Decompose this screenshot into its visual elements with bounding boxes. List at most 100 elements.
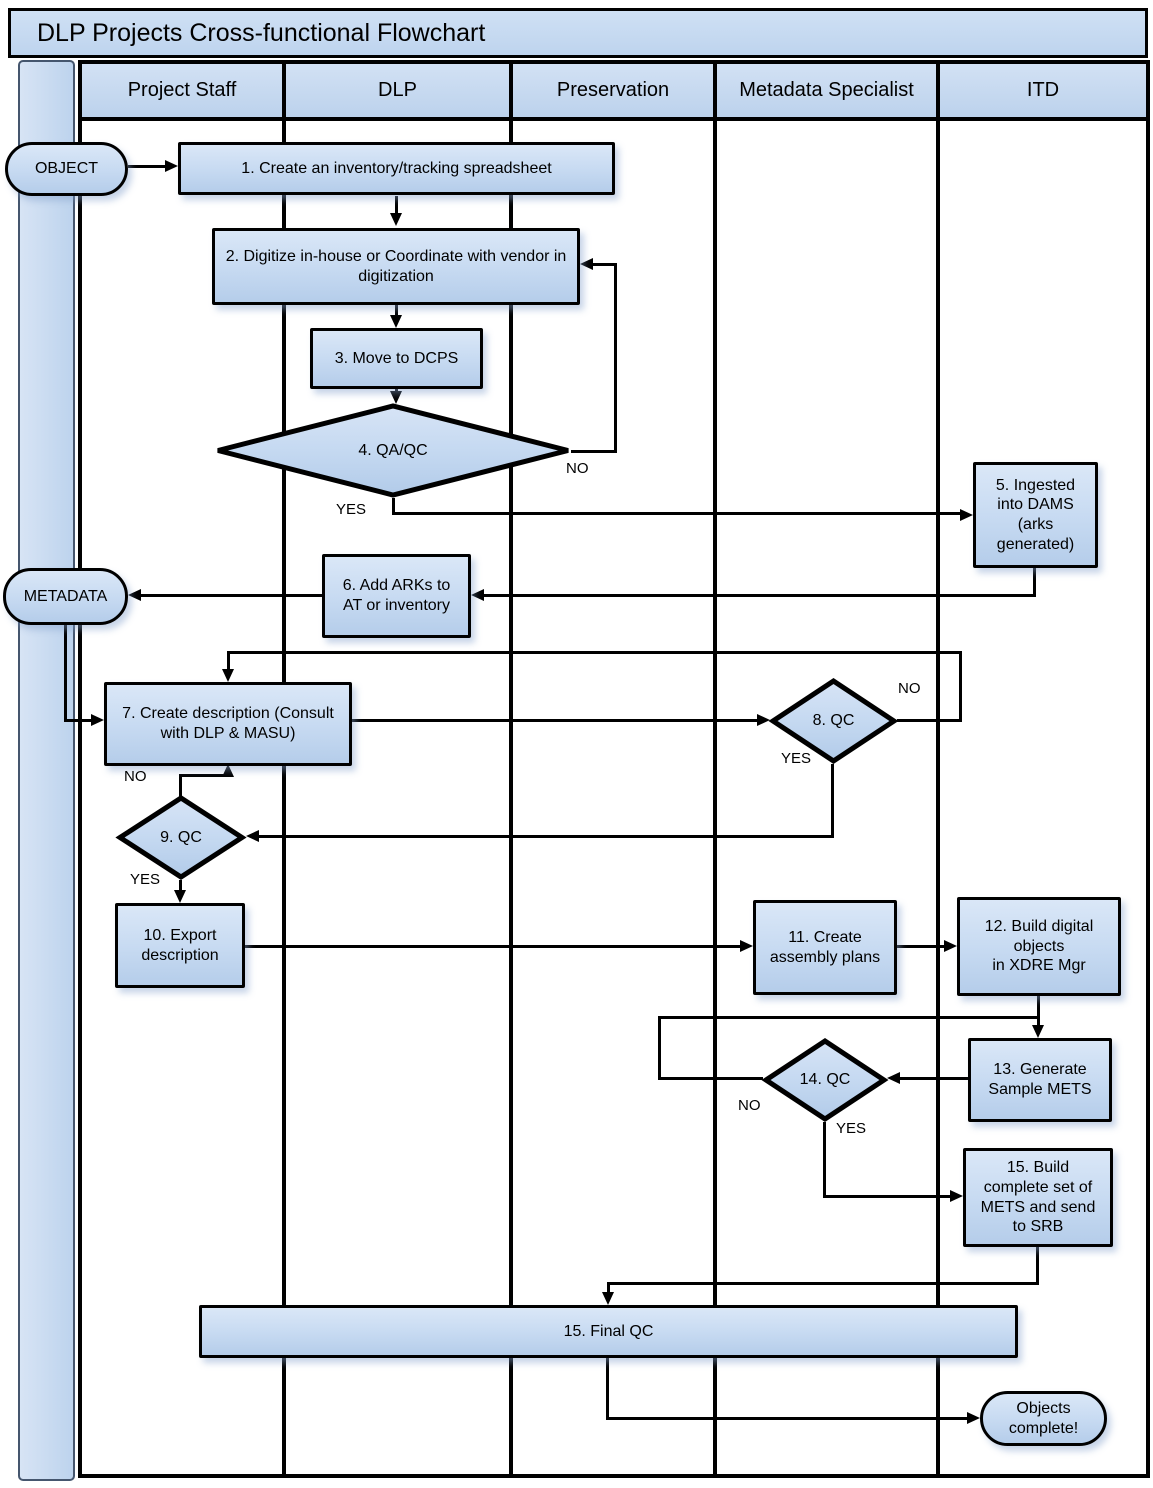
node-label: METADATA	[23, 587, 108, 605]
arrowhead	[390, 315, 402, 328]
node-label: 5. Ingested into DAMS (arks generated)	[995, 476, 1076, 553]
diamond-shape	[115, 795, 247, 880]
edge-8-yes	[259, 835, 834, 838]
edge-label-4-yes: YES	[336, 501, 367, 518]
node-label: Objects complete!	[1008, 1399, 1079, 1437]
lane-header-dlp: DLP	[282, 60, 513, 121]
lane-border	[936, 120, 940, 1478]
edge-2-to-3	[395, 305, 398, 317]
process-1-create-inventory: 1. Create an inventory/tracking spreadsh…	[178, 142, 615, 195]
edge-5-to-6	[484, 594, 1036, 597]
lane-header-preservation: Preservation	[509, 60, 717, 121]
lane-border	[713, 120, 717, 1478]
node-label: 14. QC	[799, 1071, 851, 1088]
process-13-generate-sample-mets: 13. Generate Sample METS	[968, 1038, 1112, 1122]
arrowhead	[580, 258, 593, 270]
arrowhead	[1032, 1025, 1044, 1038]
arrowhead	[602, 1292, 614, 1305]
edge-metadata-to-7	[64, 625, 67, 722]
node-label: OBJECT	[34, 160, 99, 178]
lane-header-project-staff: Project Staff	[78, 60, 286, 121]
edge-14-no	[658, 1016, 661, 1080]
node-label: 10. Export description	[141, 926, 219, 964]
edge-1-to-2	[395, 196, 398, 214]
flowchart-title-band: DLP Projects Cross-functional Flowchart	[8, 8, 1148, 58]
edge-label-9-no: NO	[124, 768, 147, 785]
process-6-add-arks: 6. Add ARKs to AT or inventory	[322, 554, 471, 638]
lane-border	[282, 120, 286, 1478]
node-label: 1. Create an inventory/tracking spreadsh…	[241, 159, 552, 177]
lane-header-itd: ITD	[936, 60, 1150, 121]
edge-label-14-no: NO	[738, 1097, 761, 1114]
lane-border	[1146, 120, 1150, 1478]
node-label: 15. Build complete set of METS and send …	[980, 1159, 1096, 1236]
edge-15-to-finalqc	[1036, 1247, 1039, 1285]
edge-4-no	[614, 263, 617, 453]
process-12-build-digital-objects: 12. Build digital objects in XDRE Mgr	[957, 897, 1121, 996]
arrowhead	[967, 1412, 980, 1424]
edge-8-no	[897, 719, 962, 722]
process-11-create-assembly-plans: 11. Create assembly plans	[753, 900, 897, 995]
lane-border	[78, 120, 82, 1478]
edge-8-no	[227, 651, 230, 671]
diamond-shape	[768, 678, 899, 764]
edge-8-no	[227, 651, 962, 654]
edge-14-yes	[823, 1195, 950, 1198]
edge-15-to-finalqc	[607, 1282, 1039, 1285]
edge-label-9-yes: YES	[130, 871, 161, 888]
edge-7-to-8	[352, 719, 757, 722]
edge-4-yes	[392, 512, 962, 515]
lane-label: DLP	[378, 79, 417, 101]
process-5-ingested-into-dams: 5. Ingested into DAMS (arks generated)	[973, 462, 1098, 568]
arrowhead	[390, 391, 402, 404]
decision-9-qc: 9. QC	[115, 795, 247, 880]
process-3-move-to-dcps: 3. Move to DCPS	[310, 328, 483, 389]
decision-8-qc: 8. QC	[768, 678, 899, 764]
arrowhead	[887, 1072, 900, 1084]
node-label: 3. Move to DCPS	[334, 349, 459, 367]
decision-4-qa-qc: 4. QA/QC	[215, 403, 571, 498]
left-margin-strip	[18, 60, 75, 1481]
arrowhead	[128, 589, 141, 601]
edge-11-to-12	[897, 945, 944, 948]
arrowhead	[174, 890, 186, 903]
arrowhead	[91, 714, 104, 726]
edge-4-yes	[392, 498, 395, 515]
lane-label: Project Staff	[127, 79, 237, 101]
node-label: 9. QC	[160, 828, 202, 846]
node-label: 8. QC	[812, 712, 855, 729]
node-label: 7. Create description (Consult with DLP …	[122, 705, 334, 742]
edge-finalqc-to-complete	[606, 1417, 967, 1420]
node-label: 2. Digitize in-house or Coordinate with …	[225, 247, 567, 285]
lane-label: Preservation	[556, 79, 670, 101]
lane-header-metadata-specialist: Metadata Specialist	[713, 60, 940, 121]
terminator-objects-complete: Objects complete!	[980, 1391, 1107, 1446]
edge-4-no	[571, 450, 617, 453]
edge-10-to-11	[245, 945, 740, 948]
node-label: 13. Generate Sample METS	[988, 1061, 1092, 1098]
edge-9-no	[179, 774, 182, 797]
process-7-create-description: 7. Create description (Consult with DLP …	[104, 682, 352, 766]
arrowhead	[740, 940, 753, 952]
edge-label-8-no: NO	[898, 680, 921, 697]
edge-4-no	[592, 263, 617, 266]
arrowhead	[950, 1190, 963, 1202]
diamond-shape	[761, 1038, 889, 1122]
edge-finalqc-to-complete	[606, 1358, 609, 1420]
edge-15-to-finalqc	[607, 1282, 610, 1294]
edge-6-to-metadata	[141, 594, 322, 597]
edge-5-to-6	[1033, 568, 1036, 597]
lane-label: ITD	[1026, 79, 1060, 101]
edge-13-to-14	[900, 1077, 968, 1080]
edge-12-to-13	[1037, 996, 1040, 1025]
arrowhead	[390, 213, 402, 226]
terminator-object: OBJECT	[5, 142, 128, 196]
edge-14-yes	[823, 1122, 826, 1198]
lane-bottom-border	[78, 1474, 1150, 1478]
node-label: 15. Final QC	[563, 1322, 654, 1340]
edge-object-to-1	[128, 165, 168, 168]
process-final-qc: 15. Final QC	[199, 1305, 1018, 1358]
edge-14-no	[658, 1016, 1039, 1019]
page-title: DLP Projects Cross-functional Flowchart	[37, 18, 486, 47]
